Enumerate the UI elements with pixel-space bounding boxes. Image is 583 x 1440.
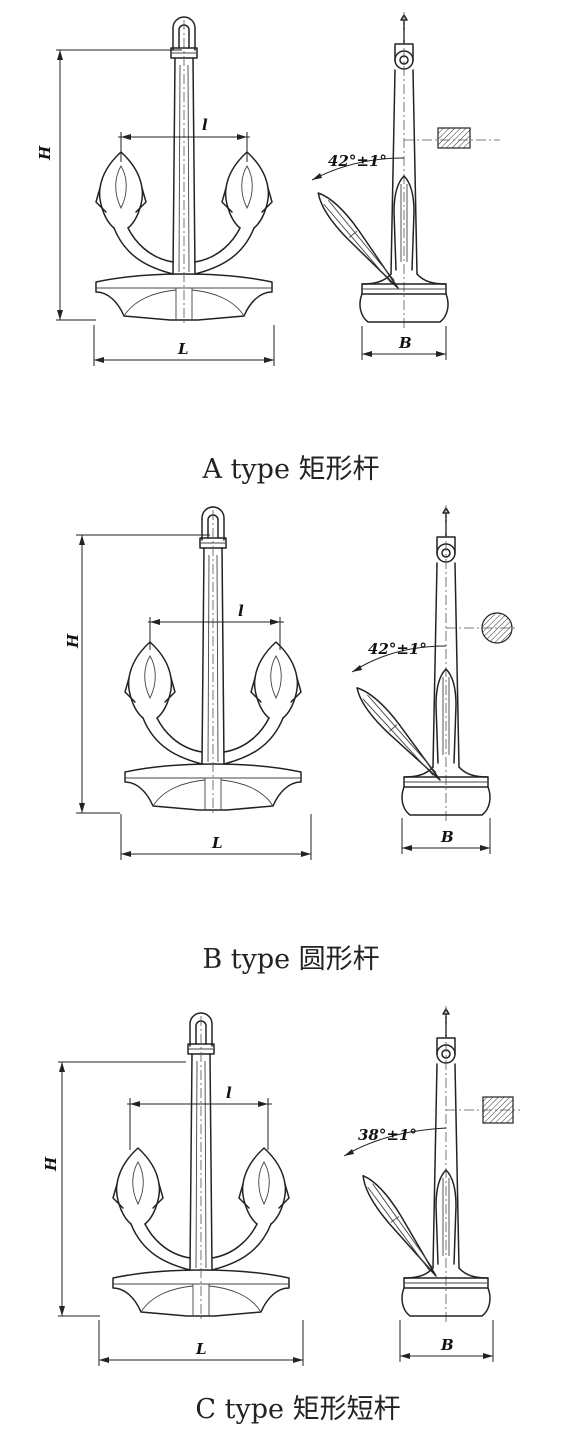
b-side-view [401,504,491,822]
b-front-view [124,506,302,817]
a-front-view [95,16,273,327]
a-type-caption: A type 矩形杆 [201,454,379,485]
b-h-label: H [64,633,82,649]
a-L-label: L [177,340,189,358]
diagram-a-type: H l L 42°±1° B A type 矩形杆 [36,11,500,485]
c-front-view [112,1012,290,1323]
c-side-view [401,1005,491,1323]
b-tilted-fluke [350,682,447,786]
a-B-label: B [398,334,412,352]
c-l-small-label: l [226,1084,232,1102]
c-angle-label: 38°±1° [358,1126,417,1144]
c-type-caption: C type 矩形短杆 [195,1394,400,1425]
b-type-caption: B type 圆形杆 [202,944,379,975]
c-B-label: B [440,1336,454,1354]
c-L-label: L [195,1340,207,1358]
b-shank-section [481,612,513,644]
a-l-small-label: l [202,116,208,134]
b-angle-label: 42°±1° [368,640,427,658]
a-h-label: H [36,145,54,161]
a-angle-label: 42°±1° [328,152,387,170]
c-tilted-fluke [356,1170,443,1282]
b-L-label: L [211,834,223,852]
diagram-b-type: H l L 42°±1° B B type 圆形杆 [64,504,518,975]
c-h-label: H [42,1156,60,1172]
b-l-small-label: l [238,602,244,620]
a-tilted-fluke [311,187,405,294]
b-B-label: B [440,828,454,846]
c-shank-section [482,1096,514,1124]
diagram-c-type: H l L 38°±1° B C type 矩形短杆 [42,1005,520,1425]
a-side-view [359,11,449,329]
a-shank-section [437,127,471,149]
